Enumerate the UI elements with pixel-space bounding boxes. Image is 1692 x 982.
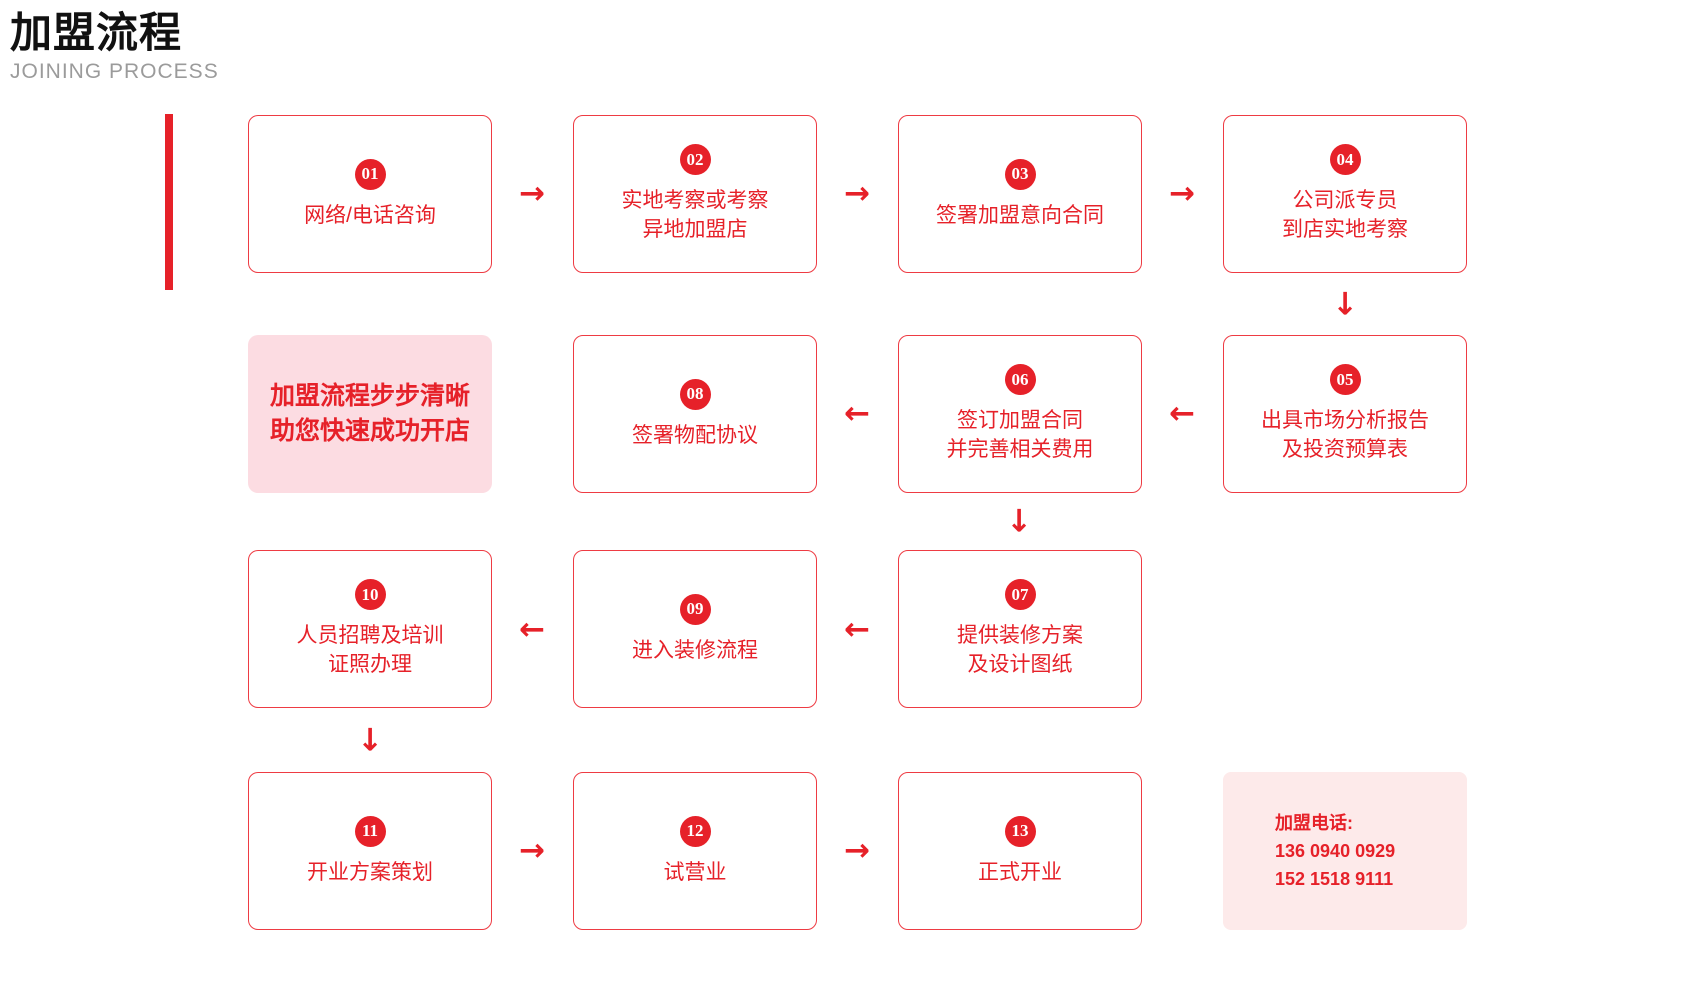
step-text: 签署物配协议 [632, 423, 758, 447]
contact-phone-1: 136 0940 0929 [1275, 841, 1396, 861]
page-subtitle: JOINING PROCESS [10, 60, 219, 84]
step-box-09: 09 进入装修流程 [573, 550, 817, 708]
step-box-11: 11 开业方案策划 [248, 772, 492, 930]
contact-phone-2: 152 1518 9111 [1275, 869, 1394, 889]
contact-box: 加盟电话: 136 0940 0929 152 1518 9111 [1223, 772, 1467, 930]
step-number-badge: 02 [679, 144, 711, 175]
contact-label: 加盟电话: [1275, 813, 1353, 833]
step-box-07: 07 提供装修方案及设计图纸 [898, 550, 1142, 708]
step-box-04: 04 公司派专员到店实地考察 [1223, 115, 1467, 273]
arrow-right-icon: → [519, 832, 545, 869]
accent-bar [165, 114, 173, 290]
arrow-down-icon: ↓ [357, 722, 383, 759]
step-text: 试营业 [663, 860, 727, 884]
step-number-badge: 08 [679, 378, 711, 410]
step-text: 网络/电话咨询 [304, 203, 436, 227]
arrow-left-icon: ← [519, 611, 545, 648]
arrow-down-icon: ↓ [1006, 503, 1032, 540]
arrow-left-icon: ← [844, 395, 870, 432]
step-box-10: 10 人员招聘及培训证照办理 [248, 550, 492, 708]
message-box: 加盟流程步步清晰 助您快速成功开店 [248, 335, 492, 493]
step-box-03: 03 签署加盟意向合同 [898, 115, 1142, 273]
step-number-badge: 06 [1004, 364, 1036, 395]
step-box-01: 01 网络/电话咨询 [248, 115, 492, 273]
step-box-05: 05 出具市场分析报告及投资预算表 [1223, 335, 1467, 493]
step-text: 正式开业 [978, 860, 1062, 884]
step-text: 签署加盟意向合同 [936, 203, 1104, 227]
step-text: 提供装修方案及设计图纸 [957, 624, 1083, 676]
arrow-down-icon: ↓ [1332, 286, 1358, 323]
step-box-08: 08 签署物配协议 [573, 335, 817, 493]
step-text: 签订加盟合同并完善相关费用 [946, 409, 1094, 461]
step-number-badge: 13 [1004, 815, 1036, 847]
step-number-badge: 03 [1004, 158, 1036, 190]
step-box-13: 13 正式开业 [898, 772, 1142, 930]
page-title: 加盟流程 [10, 9, 183, 56]
arrow-left-icon: ← [844, 611, 870, 648]
step-number-badge: 12 [679, 815, 711, 847]
step-text: 出具市场分析报告及投资预算表 [1261, 409, 1429, 461]
step-box-12: 12 试营业 [573, 772, 817, 930]
step-text: 进入装修流程 [632, 638, 758, 662]
step-text: 实地考察或考察异地加盟店 [621, 189, 769, 241]
step-number-badge: 10 [354, 579, 386, 610]
arrow-left-icon: ← [1169, 395, 1195, 432]
step-number-badge: 07 [1004, 579, 1036, 610]
step-number-badge: 09 [679, 593, 711, 625]
step-text: 人员招聘及培训证照办理 [296, 624, 444, 676]
header: 加盟流程 JOINING PROCESS [10, 9, 219, 84]
step-number-badge: 11 [354, 815, 386, 847]
arrow-right-icon: → [844, 175, 870, 212]
step-text: 开业方案策划 [307, 860, 433, 884]
step-number-badge: 05 [1329, 364, 1361, 395]
step-number-badge: 01 [354, 158, 386, 190]
step-text: 公司派专员到店实地考察 [1282, 189, 1408, 241]
step-number-badge: 04 [1329, 144, 1361, 175]
step-box-02: 02 实地考察或考察异地加盟店 [573, 115, 817, 273]
arrow-right-icon: → [1169, 175, 1195, 212]
step-box-06: 06 签订加盟合同并完善相关费用 [898, 335, 1142, 493]
arrow-right-icon: → [844, 832, 870, 869]
arrow-right-icon: → [519, 175, 545, 212]
